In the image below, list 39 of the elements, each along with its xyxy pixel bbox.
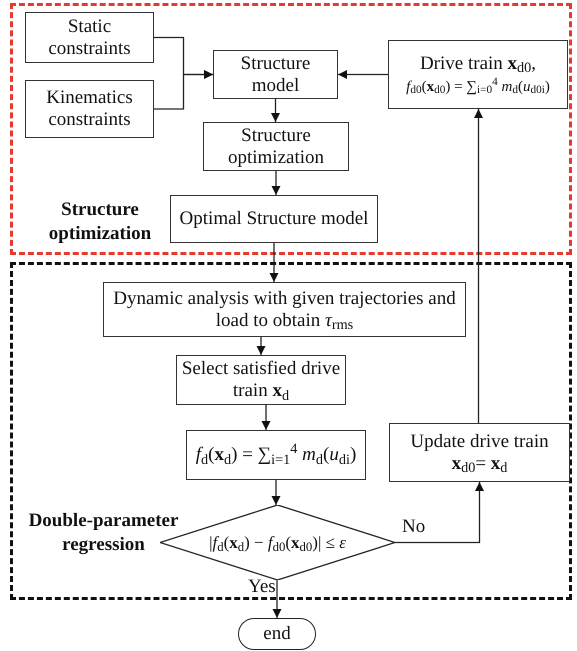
process-box (170, 195, 378, 243)
edge-label: Yes (247, 576, 277, 598)
box-label: Structure model (240, 52, 312, 96)
process-box (25, 12, 154, 63)
process-box (103, 282, 466, 337)
arrow (272, 480, 280, 505)
process-box (203, 122, 349, 171)
process-box (389, 423, 570, 482)
arrow (272, 171, 280, 195)
region-heading: Structure optimization (48, 199, 152, 244)
box-label: f$_{d}$(x$_{d}$) = ∑$_{i=1}$$^{4}$ m$_{d}$(u$_{di}$) (196, 444, 356, 466)
box-label: Kinematics constraints (45, 87, 134, 131)
box-label: Update drive train x$_{d0}$= x$_{d}$ (409, 430, 550, 474)
box-label: Dynamic analysis with given trajectories and load to obtain τ$_{rms}$ (112, 288, 457, 332)
process-box (213, 50, 338, 99)
box-label: Drive train x$_{d0}$, (420, 52, 536, 74)
arrow (474, 109, 483, 423)
box-label: f$_{d0}$(x$_{d0}$) = ∑$_{i=0}$$^{4}$ m$_{d}$(u$_{d0i}$) (406, 76, 550, 96)
process-box (186, 430, 366, 480)
arrow (271, 99, 280, 122)
box-label: Static constraints (47, 16, 132, 60)
arrow (272, 580, 282, 618)
arrow (256, 337, 266, 355)
box-label: Structure optimization (226, 124, 326, 168)
dashed-region (10, 262, 572, 600)
box-label: Optimal Structure model (180, 208, 368, 230)
condition-label: |f$_{d}$(x$_{d}$) − f$_{d0}$(x$_{d0}$)| ≤ ε (209, 532, 346, 556)
arrow (262, 405, 270, 430)
arrow (154, 70, 213, 110)
arrow (270, 243, 278, 282)
arrow (395, 482, 484, 544)
region-heading: Double-parameter regression (28, 510, 178, 555)
process-box (25, 80, 154, 138)
dashed-region (10, 3, 572, 255)
box-label: Select satisfied drive train x$_{d}$ (181, 358, 341, 402)
process-box (388, 40, 568, 109)
terminal-label: end (263, 622, 291, 646)
edge-label: No (401, 516, 426, 538)
arrow (338, 70, 388, 79)
